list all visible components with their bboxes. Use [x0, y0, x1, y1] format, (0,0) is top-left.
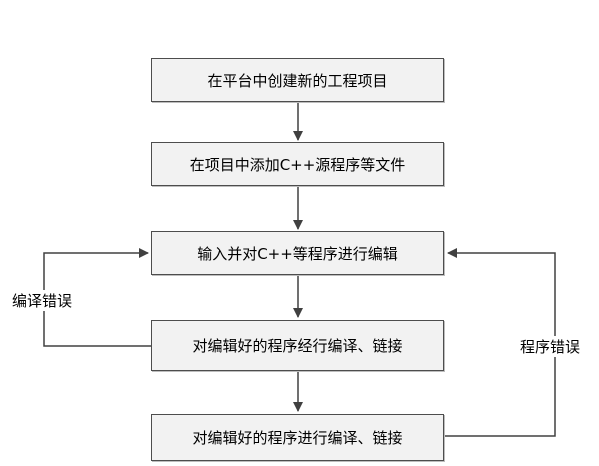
step-edit-program: 输入并对C++等程序进行编辑 — [151, 231, 444, 275]
step-add-source-files: 在项目中添加C++源程序等文件 — [151, 142, 444, 186]
step-create-project: 在平台中创建新的工程项目 — [151, 58, 444, 102]
step-compile-link-b: 对编辑好的程序进行编译、链接 — [151, 414, 444, 461]
label-compile-error: 编译错误 — [10, 290, 75, 311]
label-program-error: 程序错误 — [518, 336, 583, 357]
step-compile-link-a: 对编辑好的程序经行编译、链接 — [151, 320, 444, 371]
